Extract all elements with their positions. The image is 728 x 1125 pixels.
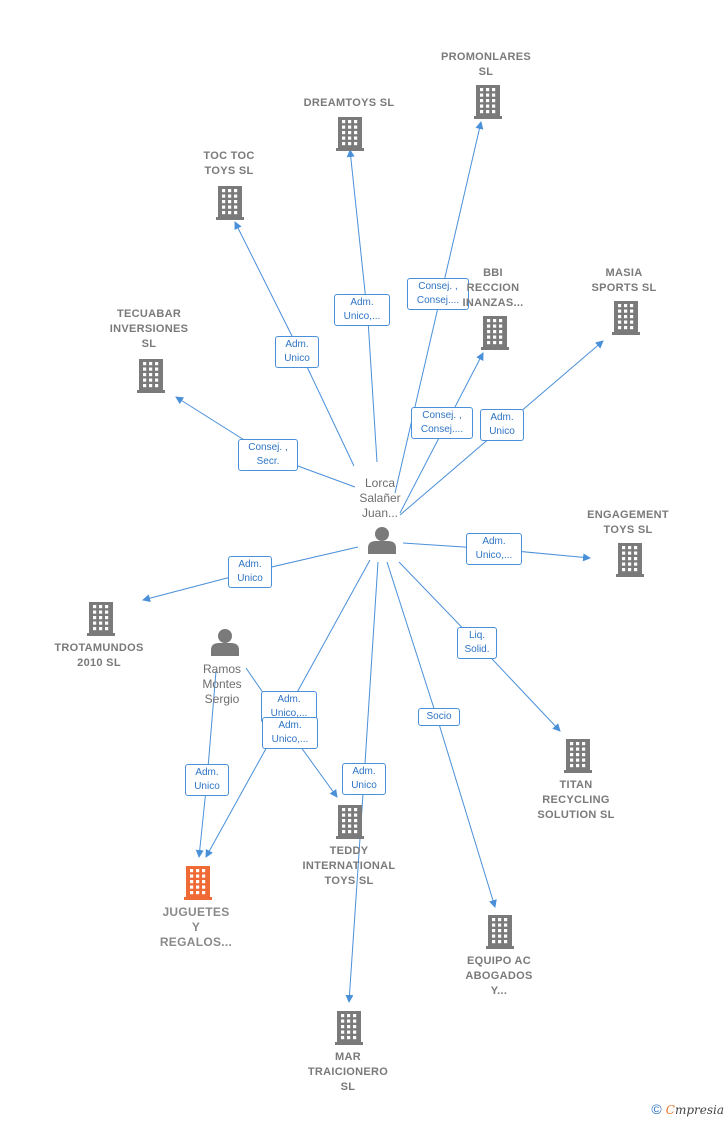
node-label-equipo[interactable]: EQUIPO AC ABOGADOS Y... bbox=[465, 955, 533, 997]
edge-label-center-masia[interactable]: Adm. Unico bbox=[480, 409, 524, 441]
edge-label-ramos-teddy[interactable]: Adm. Unico,... bbox=[262, 717, 318, 749]
node-label-ramos[interactable]: Ramos Montes Sergio bbox=[202, 662, 242, 706]
building-icon[interactable] bbox=[216, 186, 244, 220]
person-icon[interactable] bbox=[211, 629, 239, 656]
node-label-center[interactable]: Lorca Salañer Juan... bbox=[359, 476, 401, 520]
building-icon[interactable] bbox=[486, 915, 514, 949]
building-icon[interactable] bbox=[184, 866, 212, 900]
building-icon[interactable] bbox=[612, 301, 640, 335]
building-icon[interactable] bbox=[336, 805, 364, 839]
node-label-tecuabar[interactable]: TECUABAR INVERSIONES SL bbox=[109, 308, 189, 350]
building-icon[interactable] bbox=[474, 85, 502, 119]
building-icon[interactable] bbox=[137, 359, 165, 393]
copyright-icon: © bbox=[651, 1101, 662, 1117]
building-icon[interactable] bbox=[564, 739, 592, 773]
edge-label-center-titan[interactable]: Liq. Solid. bbox=[457, 627, 497, 659]
building-icon[interactable] bbox=[481, 316, 509, 350]
building-icon[interactable] bbox=[87, 602, 115, 636]
building-icon[interactable] bbox=[616, 543, 644, 577]
brand-logo: Cmpresia bbox=[665, 1103, 724, 1117]
node-label-mar[interactable]: MAR TRAICIONERO SL bbox=[307, 1051, 389, 1093]
building-icon[interactable] bbox=[336, 117, 364, 151]
node-label-promonlares[interactable]: PROMONLARES SL bbox=[440, 51, 532, 78]
node-label-masia[interactable]: MASIA SPORTS SL bbox=[591, 267, 657, 294]
node-label-dreamtoys[interactable]: DREAMTOYS SL bbox=[303, 97, 395, 109]
edge-label-center-mar[interactable]: Adm. Unico bbox=[342, 763, 386, 795]
edge-label-center-equipo[interactable]: Socio bbox=[418, 708, 460, 726]
edge-label-center-dreamtoys[interactable]: Adm. Unico,... bbox=[334, 294, 390, 326]
edge-label-center-toctoc[interactable]: Adm. Unico bbox=[275, 336, 319, 368]
node-label-juguetes[interactable]: JUGUETES Y REGALOS... bbox=[159, 905, 233, 949]
edge-label-center-promonlares[interactable]: Consej. , Consej.... bbox=[407, 278, 469, 310]
node-label-titan[interactable]: TITAN RECYCLING SOLUTION SL bbox=[537, 779, 615, 821]
edge-label-center-bbi[interactable]: Consej. , Consej.... bbox=[411, 407, 473, 439]
edge-label-center-engagement[interactable]: Adm. Unico,... bbox=[466, 533, 522, 565]
node-label-toctoc[interactable]: TOC TOC TOYS SL bbox=[203, 150, 255, 177]
node-label-teddy[interactable]: TEDDY INTERNATIONAL TOYS SL bbox=[302, 845, 396, 887]
node-label-engagement[interactable]: ENGAGEMENT TOYS SL bbox=[587, 509, 669, 536]
building-icon[interactable] bbox=[335, 1011, 363, 1045]
node-label-bbi[interactable]: BBI RECCION INANZAS... bbox=[462, 267, 524, 309]
person-icon[interactable] bbox=[368, 527, 396, 554]
edge-label-center-tecuabar[interactable]: Consej. , Secr. bbox=[238, 439, 298, 471]
footer-brand[interactable]: ©Cmpresia bbox=[651, 1101, 724, 1117]
node-label-trotamundos[interactable]: TROTAMUNDOS 2010 SL bbox=[54, 642, 144, 669]
edge-label-ramos-juguetes[interactable]: Adm. Unico bbox=[185, 764, 229, 796]
edge-label-center-trotamundos[interactable]: Adm. Unico bbox=[228, 556, 272, 588]
